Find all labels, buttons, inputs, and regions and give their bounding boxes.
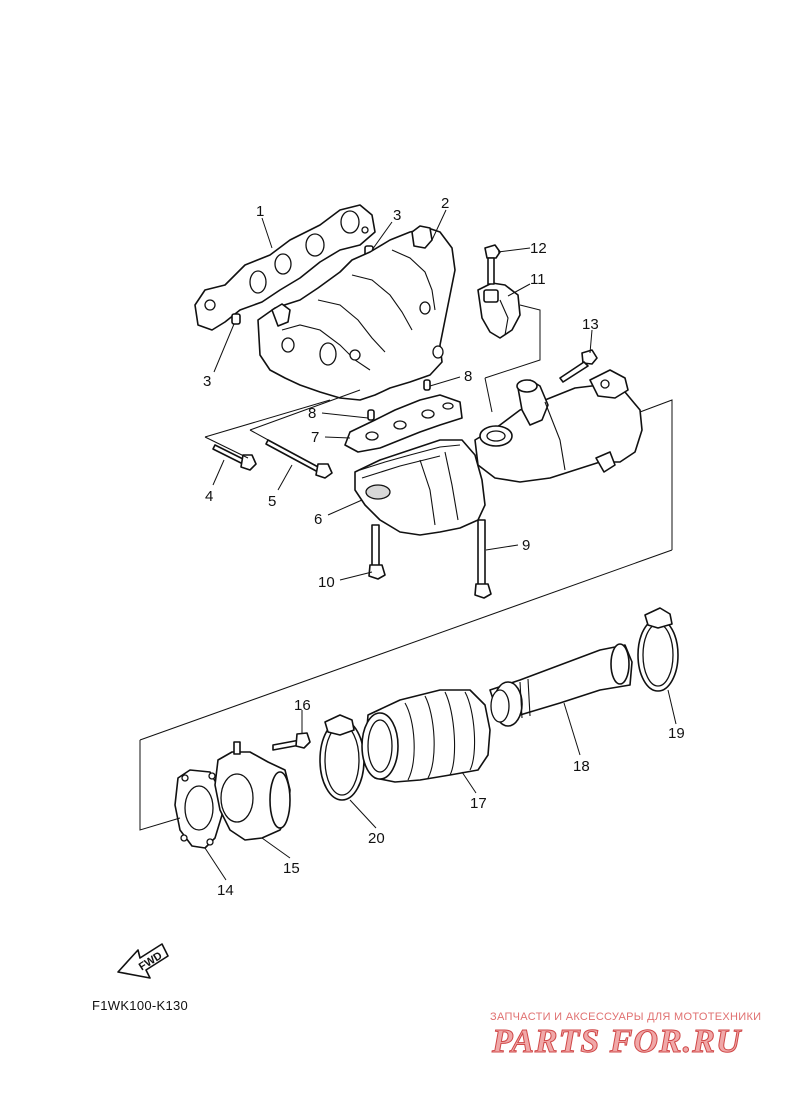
bolt-4 <box>212 444 257 471</box>
callout-labels: 1 2 3 3 4 5 6 7 8 8 9 10 11 12 13 14 15 … <box>203 195 685 899</box>
callout-2: 2 <box>441 195 449 212</box>
manifold-gasket <box>194 204 376 331</box>
watermark-tagline: ЗАПЧАСТИ И АКСЕССУАРЫ ДЛЯ МОТОТЕХНИКИ <box>490 1011 761 1023</box>
callout-4: 4 <box>205 488 213 505</box>
bolt-16 <box>272 732 311 751</box>
hose-clamp-19 <box>637 607 679 692</box>
callout-1: 1 <box>256 203 264 220</box>
callout-12: 12 <box>530 240 547 257</box>
bolt-13 <box>559 349 598 383</box>
rubber-hose <box>361 689 491 783</box>
callout-14: 14 <box>217 882 234 899</box>
mounting-bracket <box>477 282 521 339</box>
bolt-12 <box>484 244 501 285</box>
callout-15: 15 <box>283 860 300 877</box>
callout-10: 10 <box>318 574 335 591</box>
outlet-pipe <box>489 643 633 727</box>
frame-lines <box>139 304 673 831</box>
gasket-plate <box>344 379 463 453</box>
callout-5: 5 <box>268 493 276 510</box>
callout-6: 6 <box>314 511 322 528</box>
callout-17: 17 <box>470 795 487 812</box>
callout-8: 8 <box>464 368 472 385</box>
outlet-joint <box>214 741 291 841</box>
bolt-9 <box>474 519 492 599</box>
callout-11: 11 <box>530 271 546 288</box>
callout-18: 18 <box>573 758 590 775</box>
watermark-logo: PARTS FOR.RU <box>491 1023 743 1060</box>
fwd-arrow-icon: FWD <box>117 943 169 979</box>
callout-13: 13 <box>582 316 599 333</box>
diagram-code: F1WK100-K130 <box>92 998 188 1013</box>
callout-16: 16 <box>294 697 311 714</box>
callout-20: 20 <box>368 830 385 847</box>
exhaust-manifold <box>257 225 456 401</box>
callout-7: 7 <box>311 429 319 446</box>
bolt-5 <box>265 439 333 479</box>
leader-lines <box>204 209 677 881</box>
callout-8: 8 <box>308 405 316 422</box>
flange-gasket <box>174 769 223 849</box>
exhaust-chamber <box>354 439 486 536</box>
callout-19: 19 <box>668 725 685 742</box>
hose-clamp-20 <box>319 714 365 801</box>
callout-9: 9 <box>522 537 530 554</box>
exhaust-pipe-body <box>474 369 643 483</box>
callout-3: 3 <box>203 373 211 390</box>
bolt-10 <box>368 524 386 580</box>
callout-3: 3 <box>393 207 401 224</box>
